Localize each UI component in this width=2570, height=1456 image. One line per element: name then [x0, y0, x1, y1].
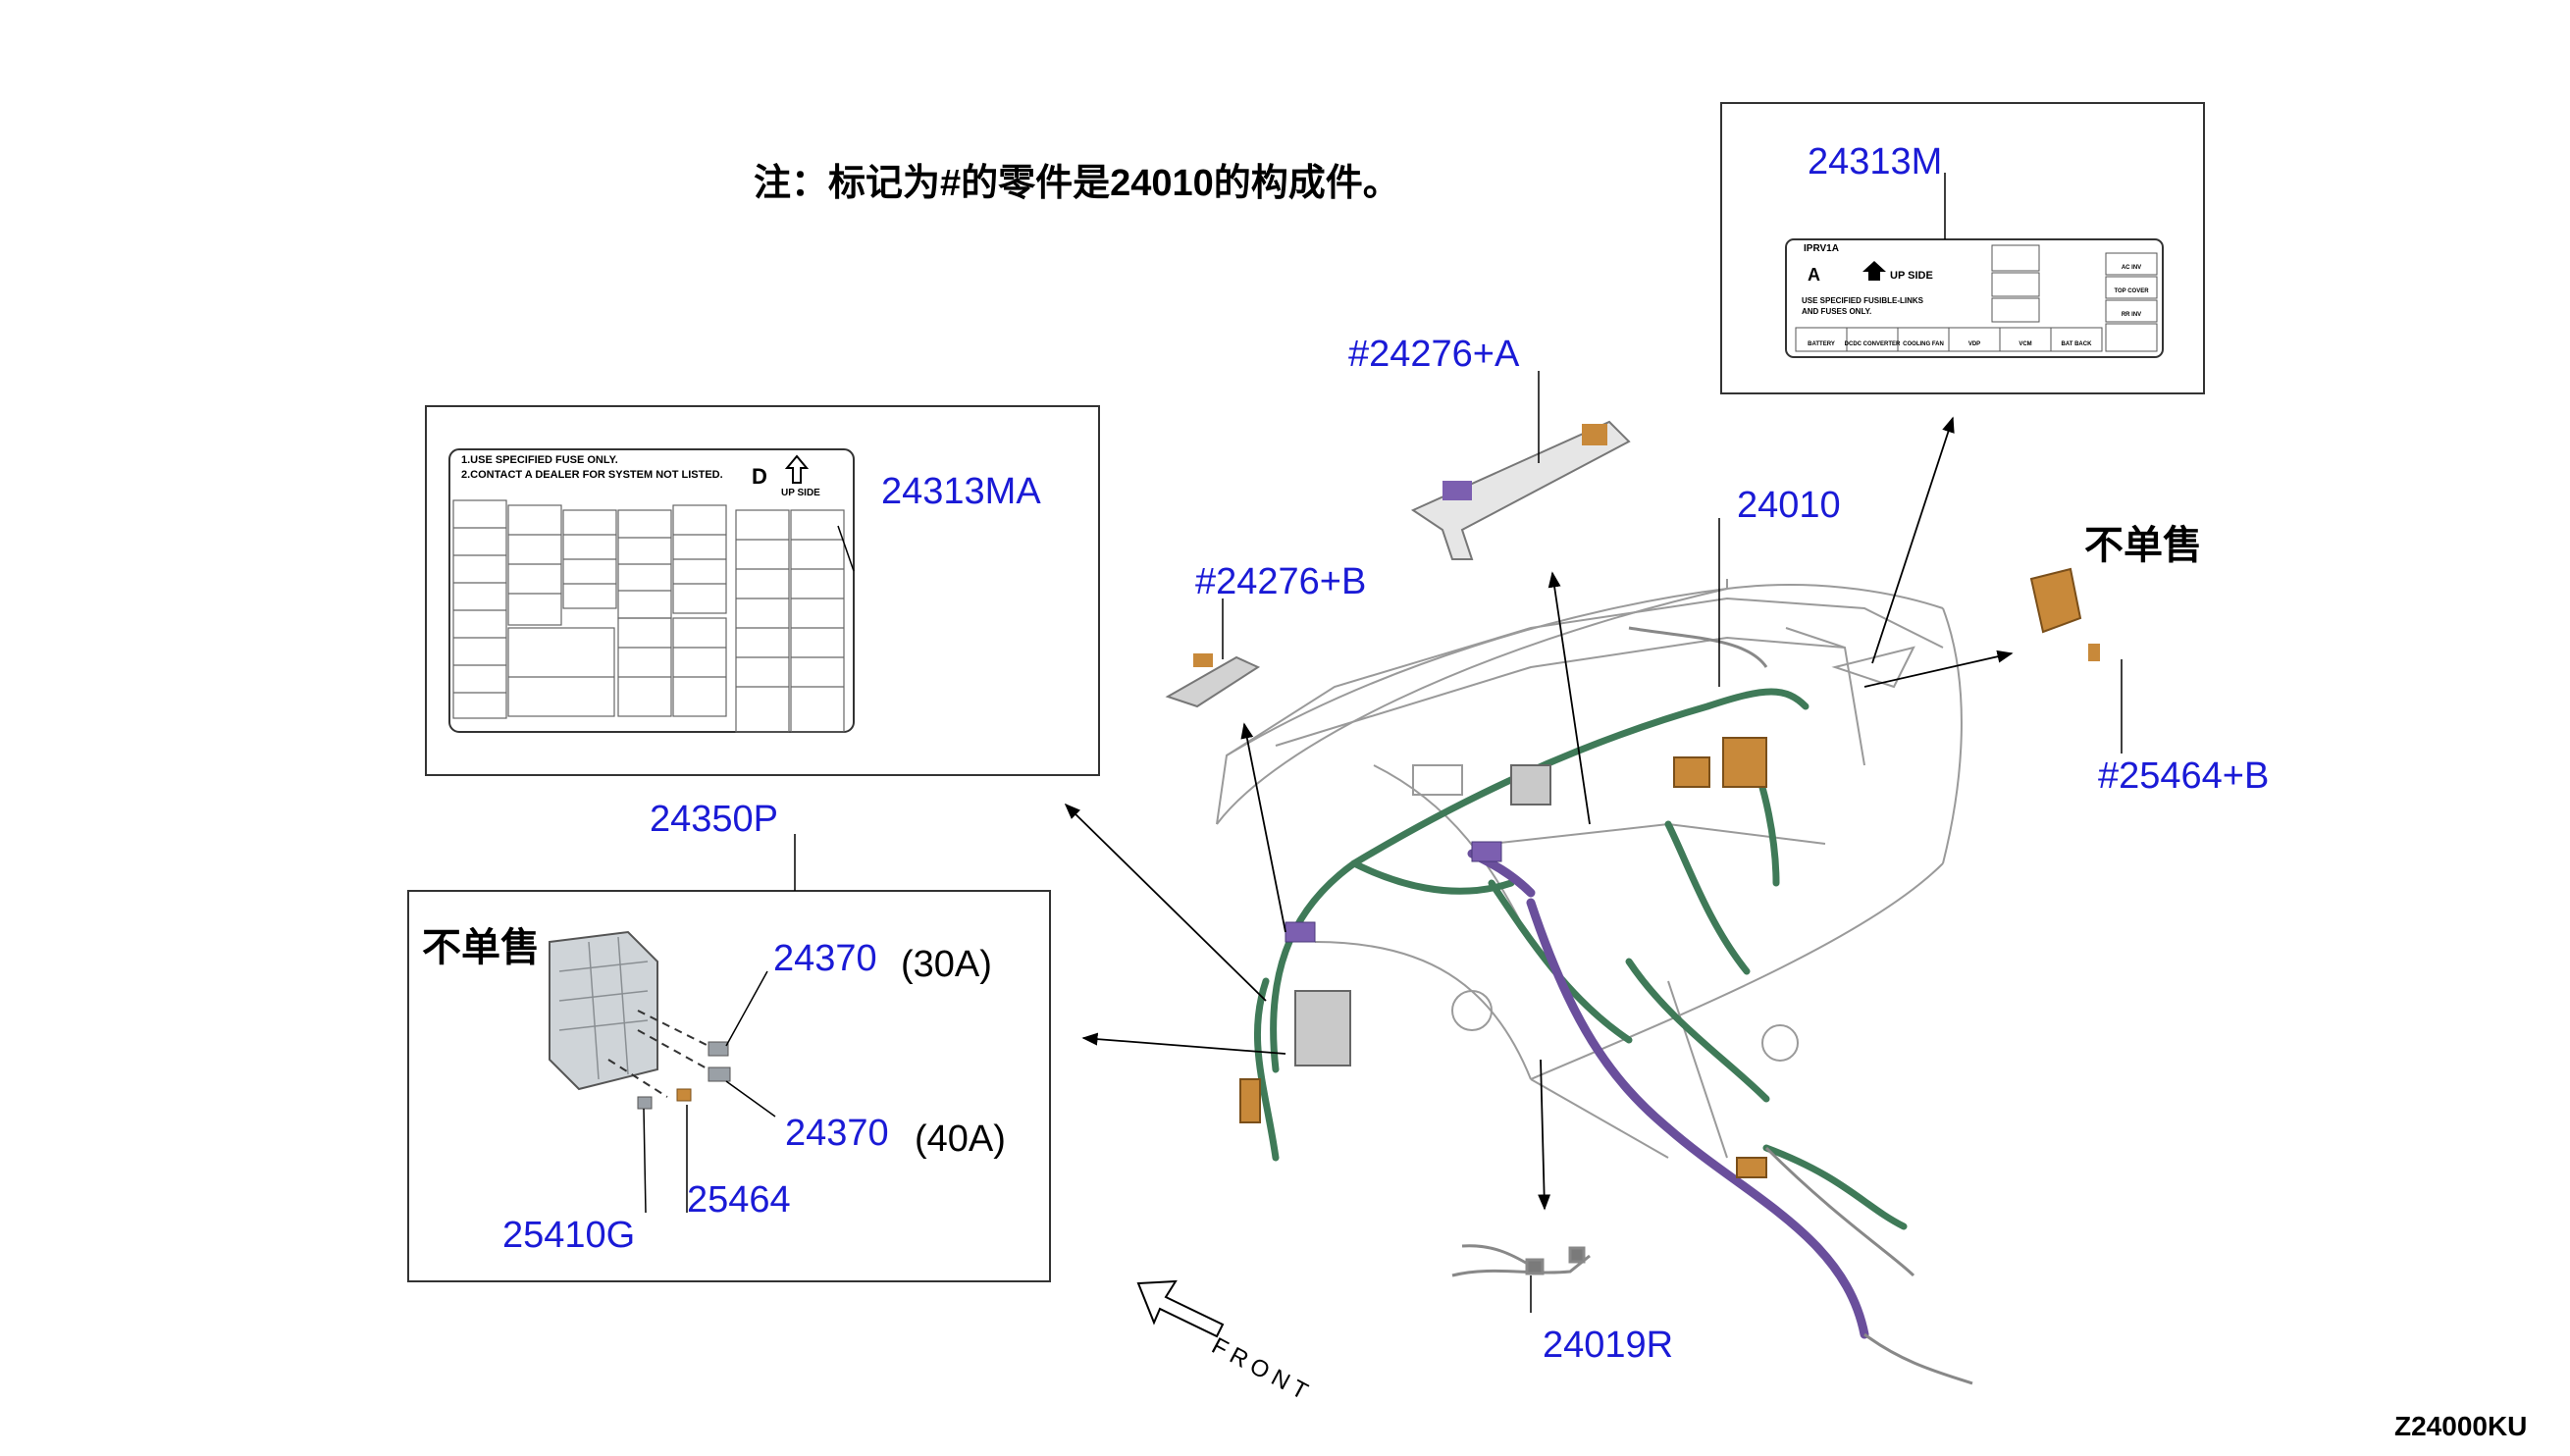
frame-24313MA: [425, 405, 1100, 776]
label-m-header: IPRV1A: [1804, 243, 1839, 254]
label-ma-line1: 1.USE SPECIFIED FUSE ONLY.: [461, 454, 618, 466]
label-ma-line2: 2.CONTACT A DEALER FOR SYSTEM NOT LISTED…: [461, 469, 723, 481]
not-sold-note-left: 不单售: [422, 926, 540, 969]
cell-bat-back: BAT BACK: [2062, 341, 2093, 347]
part-24276B-bracket: [1165, 653, 1261, 708]
frame-24313M: [1720, 102, 2205, 394]
callout-24370-40a[interactable]: 24370: [785, 1113, 889, 1154]
direction-arrows: [1064, 416, 2014, 1211]
drawing-code: Z24000KU: [2394, 1411, 2528, 1441]
callout-24019R[interactable]: 24019R: [1543, 1325, 1674, 1366]
cell-vcm: VCM: [2019, 341, 2031, 347]
leader-lines: [643, 173, 2123, 1313]
callout-24276A[interactable]: #24276+A: [1348, 334, 1520, 375]
fuse-label-24313MA: 1.USE SPECIFIED FUSE ONLY. 2.CONTACT A D…: [448, 448, 855, 733]
callout-25410G[interactable]: 25410G: [502, 1215, 636, 1256]
assembly-note: 注：标记为#的零件是24010的构成件。: [754, 163, 1400, 204]
part-25464B: [2029, 567, 2100, 661]
amperage-30a: (30A): [901, 944, 992, 985]
amperage-40a: (40A): [915, 1118, 1006, 1160]
callout-24276B[interactable]: #24276+B: [1195, 561, 1367, 602]
part-24019R-harness: [1451, 1244, 1591, 1277]
side-cell-rr-inv: RR INV: [2122, 312, 2141, 318]
up-arrow-filled-icon: [1862, 261, 1886, 281]
up-arrow-icon: [784, 454, 810, 484]
fuse-label-24313M: IPRV1A A UP SIDE USE SPECIFIED FUSIBLE-L…: [1785, 238, 2164, 358]
part-24276A-bracket: [1410, 420, 1631, 560]
cell-cooling-fan: COOLING FAN: [1903, 341, 1944, 347]
callout-24370-30a[interactable]: 24370: [773, 938, 877, 979]
label-m-line1: USE SPECIFIED FUSIBLE-LINKS: [1802, 296, 1924, 305]
instrument-panel-harness: [1216, 579, 1973, 1385]
cell-battery: BATTERY: [1808, 341, 1835, 347]
callout-25464[interactable]: 25464: [687, 1179, 791, 1221]
label-m-letter: A: [1808, 265, 1820, 285]
callout-25464B[interactable]: #25464+B: [2098, 755, 2270, 797]
side-cell-top-cover: TOP COVER: [2114, 288, 2149, 294]
label-m-line2: AND FUSES ONLY.: [1802, 307, 1871, 316]
side-cell-ac-inv: AC INV: [2122, 265, 2141, 271]
fuse-box-24350P: [549, 930, 731, 1110]
not-sold-note-right: 不单售: [2084, 524, 2202, 567]
label-ma-upside: UP SIDE: [781, 488, 820, 498]
label-ma-letter: D: [752, 464, 767, 489]
callout-24350P[interactable]: 24350P: [650, 799, 779, 840]
frame-24350P: [407, 890, 1051, 1282]
front-arrow-icon: [1136, 1279, 1225, 1338]
callout-24010[interactable]: 24010: [1737, 485, 1841, 526]
callout-24313MA[interactable]: 24313MA: [881, 471, 1041, 512]
cell-dcdc: DCDC CONVERTER: [1845, 341, 1901, 347]
callout-24313M[interactable]: 24313M: [1808, 141, 1943, 182]
label-m-upside: UP SIDE: [1890, 270, 1933, 282]
cell-vdp: VDP: [1968, 341, 1980, 347]
